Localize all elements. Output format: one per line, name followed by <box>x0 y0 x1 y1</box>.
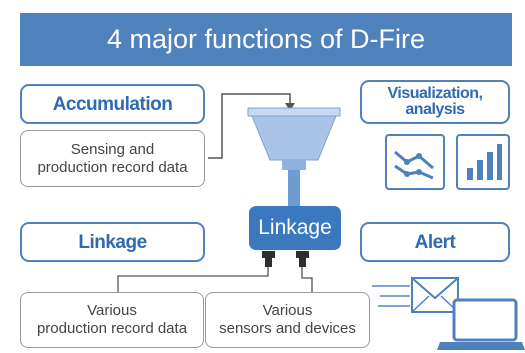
wire-left <box>117 267 269 292</box>
function-alert-label: Alert <box>414 231 456 253</box>
wire-right <box>301 267 313 292</box>
function-visualization: Visualization, analysis <box>360 80 510 124</box>
function-accumulation-label: Accumulation <box>52 93 173 115</box>
laptop-icon <box>437 298 525 350</box>
envelope-icon <box>411 277 459 313</box>
alert-illustration <box>372 277 525 350</box>
line-chart-panel <box>385 134 445 190</box>
function-linkage-label: Linkage <box>78 231 147 253</box>
title-banner: 4 major functions of D-Fire <box>20 13 512 66</box>
funnel-icon <box>247 107 341 207</box>
bar-chart-icon <box>467 144 502 180</box>
arrow-line <box>208 93 291 159</box>
line-chart-icon <box>394 150 434 180</box>
data-box-sensing: Sensing and production record data <box>20 130 205 187</box>
arrow-head <box>285 103 295 111</box>
function-linkage: Linkage <box>20 222 205 262</box>
function-accumulation: Accumulation <box>20 84 205 124</box>
data-box-sensors-label: Various sensors and devices <box>219 302 356 337</box>
data-box-production: Various production record data <box>20 292 204 348</box>
linkage-hub-label: Linkage <box>258 216 332 239</box>
data-box-sensing-label: Sensing and production record data <box>37 140 188 176</box>
function-alert: Alert <box>360 222 510 262</box>
linkage-hub: Linkage <box>249 206 341 250</box>
data-box-sensors: Various sensors and devices <box>205 292 370 348</box>
bar-chart-panel <box>456 134 510 190</box>
connector-plug-icon <box>262 251 309 267</box>
data-box-production-label: Various production record data <box>36 302 188 337</box>
function-visualization-label: Visualization, analysis <box>387 85 483 118</box>
page-title: 4 major functions of D-Fire <box>106 24 426 54</box>
